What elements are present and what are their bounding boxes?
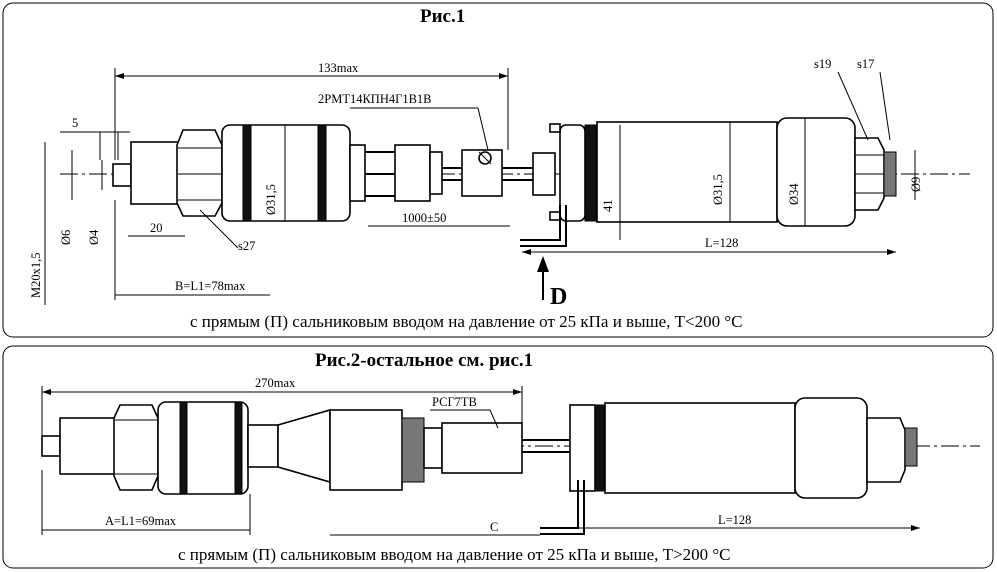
fig1-dim-dia-right: Ø31,5: [711, 174, 725, 205]
fig1-nipple: [112, 163, 132, 187]
fig1-dim-overall: 133max: [318, 61, 359, 75]
figure2-title: Рис.2-остальное см. рис.1: [315, 350, 533, 371]
fig1-dim-l-len: L=128: [705, 236, 738, 250]
fig2-module: [329, 409, 403, 491]
figure2-caption: с прямым (П) сальниковым вводом на давле…: [178, 545, 731, 564]
fig1-ring-3: [584, 124, 598, 222]
fig1-left-sensor: [60, 124, 970, 222]
fig2-dimensions: 270max РСГ7ТВ А=L1=69max С L=128: [41, 376, 920, 536]
fig1-cap: [776, 117, 856, 227]
fig1-dim-dia-left: Ø31,5: [264, 184, 278, 215]
figure1-frame: [2, 2, 994, 338]
fig1-electronics-housing: [596, 121, 778, 223]
fig1-dim-d6: Ø6: [59, 230, 73, 245]
fig1-flange: [349, 144, 366, 202]
fig2-connector: [441, 422, 523, 474]
fig1-dim-b-len: В=L1=78max: [175, 279, 246, 293]
fig1-ground-wire: [520, 205, 561, 241]
fig1-dim-d9: Ø9: [909, 177, 923, 192]
fig2-fitting: [59, 417, 116, 475]
fig1-hex-nut: [176, 129, 223, 217]
fig1-dim-h41: 41: [601, 200, 615, 213]
fig1-housing: [221, 124, 351, 222]
fig1-ring-2: [317, 124, 327, 222]
fig1-dim-s19: s19: [814, 57, 831, 71]
fig1-ring-1: [242, 124, 252, 222]
fig1-dim-hex-key: s27: [238, 239, 255, 253]
fig1-fitting: [130, 141, 180, 205]
fig1-right-sensor: [520, 117, 897, 247]
fig1-dim-dia-34: Ø34: [787, 183, 801, 205]
fig2-dim-a-len: А=L1=69max: [105, 514, 177, 528]
fig1-gland-nut: [883, 151, 897, 197]
figure1-caption: с прямым (П) сальниковым вводом на давле…: [190, 312, 743, 331]
figure2-frame: [2, 345, 994, 569]
fig1-dimensions: 133max 2РМТ14КПН4Г1В1В 5 Ø6 Ø4 M20x1,5 2…: [29, 57, 923, 310]
fig1-dim-cable-len: 1000±50: [402, 211, 446, 225]
fig2-sensor: [41, 397, 980, 535]
fig1-dim-thread-len: 5: [72, 116, 78, 130]
fig2-dim-c: С: [490, 520, 498, 534]
fig1-dim-d4: Ø4: [87, 229, 101, 245]
fig2-dim-connector: РСГ7ТВ: [432, 395, 477, 409]
fig2-dim-l-len: L=128: [718, 513, 751, 527]
fig2-hex-nut: [113, 404, 159, 491]
fig1-dim-thread: M20x1,5: [29, 253, 43, 299]
fig1-dim-connector: 2РМТ14КПН4Г1В1В: [318, 92, 432, 106]
fig1-connector-plug: [394, 144, 431, 202]
fig2-dim-overall: 270max: [255, 376, 296, 390]
fig1-dim-hex-len: 20: [150, 221, 163, 235]
fig1-dim-s17: s17: [857, 57, 874, 71]
figure1-title: Рис.1: [420, 6, 465, 27]
fig2-electronics-housing: [604, 402, 796, 494]
fig1-view-letter: D: [550, 284, 567, 310]
